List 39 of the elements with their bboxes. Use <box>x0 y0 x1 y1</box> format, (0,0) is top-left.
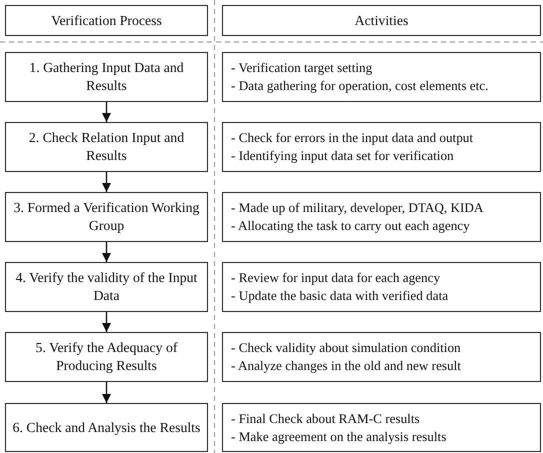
process-box <box>5 52 208 102</box>
activity-item: - Analyze changes in the old and new result <box>231 357 461 375</box>
activity-item: - Final Check about RAM-C results <box>231 410 420 428</box>
activity-box <box>222 122 541 172</box>
column-header: Activities <box>354 12 408 30</box>
process-box <box>5 332 208 382</box>
arrow <box>102 102 111 122</box>
process-step-label: 4. Verify the validity of the Input Data <box>14 269 198 305</box>
arrow <box>102 242 111 262</box>
process-step-label: 3. Formed a Verification Working Group <box>12 199 200 235</box>
activity-box <box>222 52 541 102</box>
process-step-label: 5. Verify the Adequacy of Producing Results <box>34 339 178 375</box>
activity-box <box>222 403 541 452</box>
process-step-label: 6. Check and Analysis the Results <box>12 418 200 436</box>
process-box <box>5 262 208 312</box>
activity-item: - Review for input data for each agency <box>231 269 440 287</box>
arrow <box>102 382 111 403</box>
process-step-label: 1. Gathering Input Data and Results <box>28 59 185 95</box>
activity-item: - Made up of military, developer, DTAQ, KIDA <box>231 199 484 217</box>
column-header-box <box>222 5 541 36</box>
column-header-box <box>5 5 208 36</box>
activity-item: - Check validity about simulation condition <box>231 339 461 357</box>
process-box <box>5 403 208 452</box>
column-header: Verification Process <box>51 12 162 30</box>
activity-item: - Make agreement on the analysis results <box>231 428 446 446</box>
activity-box <box>222 262 541 312</box>
arrow <box>102 312 111 332</box>
activity-item: - Check for errors in the input data and output <box>231 129 474 147</box>
activity-item: - Update the basic data with verified data <box>231 287 448 305</box>
arrow <box>102 172 111 192</box>
activity-item: - Verification target setting <box>231 59 372 77</box>
process-box <box>5 122 208 172</box>
activity-item: - Allocating the task to carry out each agency <box>231 217 470 235</box>
activity-item: - Identifying input data set for verification <box>231 147 454 165</box>
activity-box <box>222 192 541 242</box>
process-step-label: 2. Check Relation Input and Results <box>28 129 186 165</box>
activity-item: - Data gathering for operation, cost elements etc. <box>231 77 488 95</box>
activity-box <box>222 332 541 382</box>
process-box <box>5 192 208 242</box>
